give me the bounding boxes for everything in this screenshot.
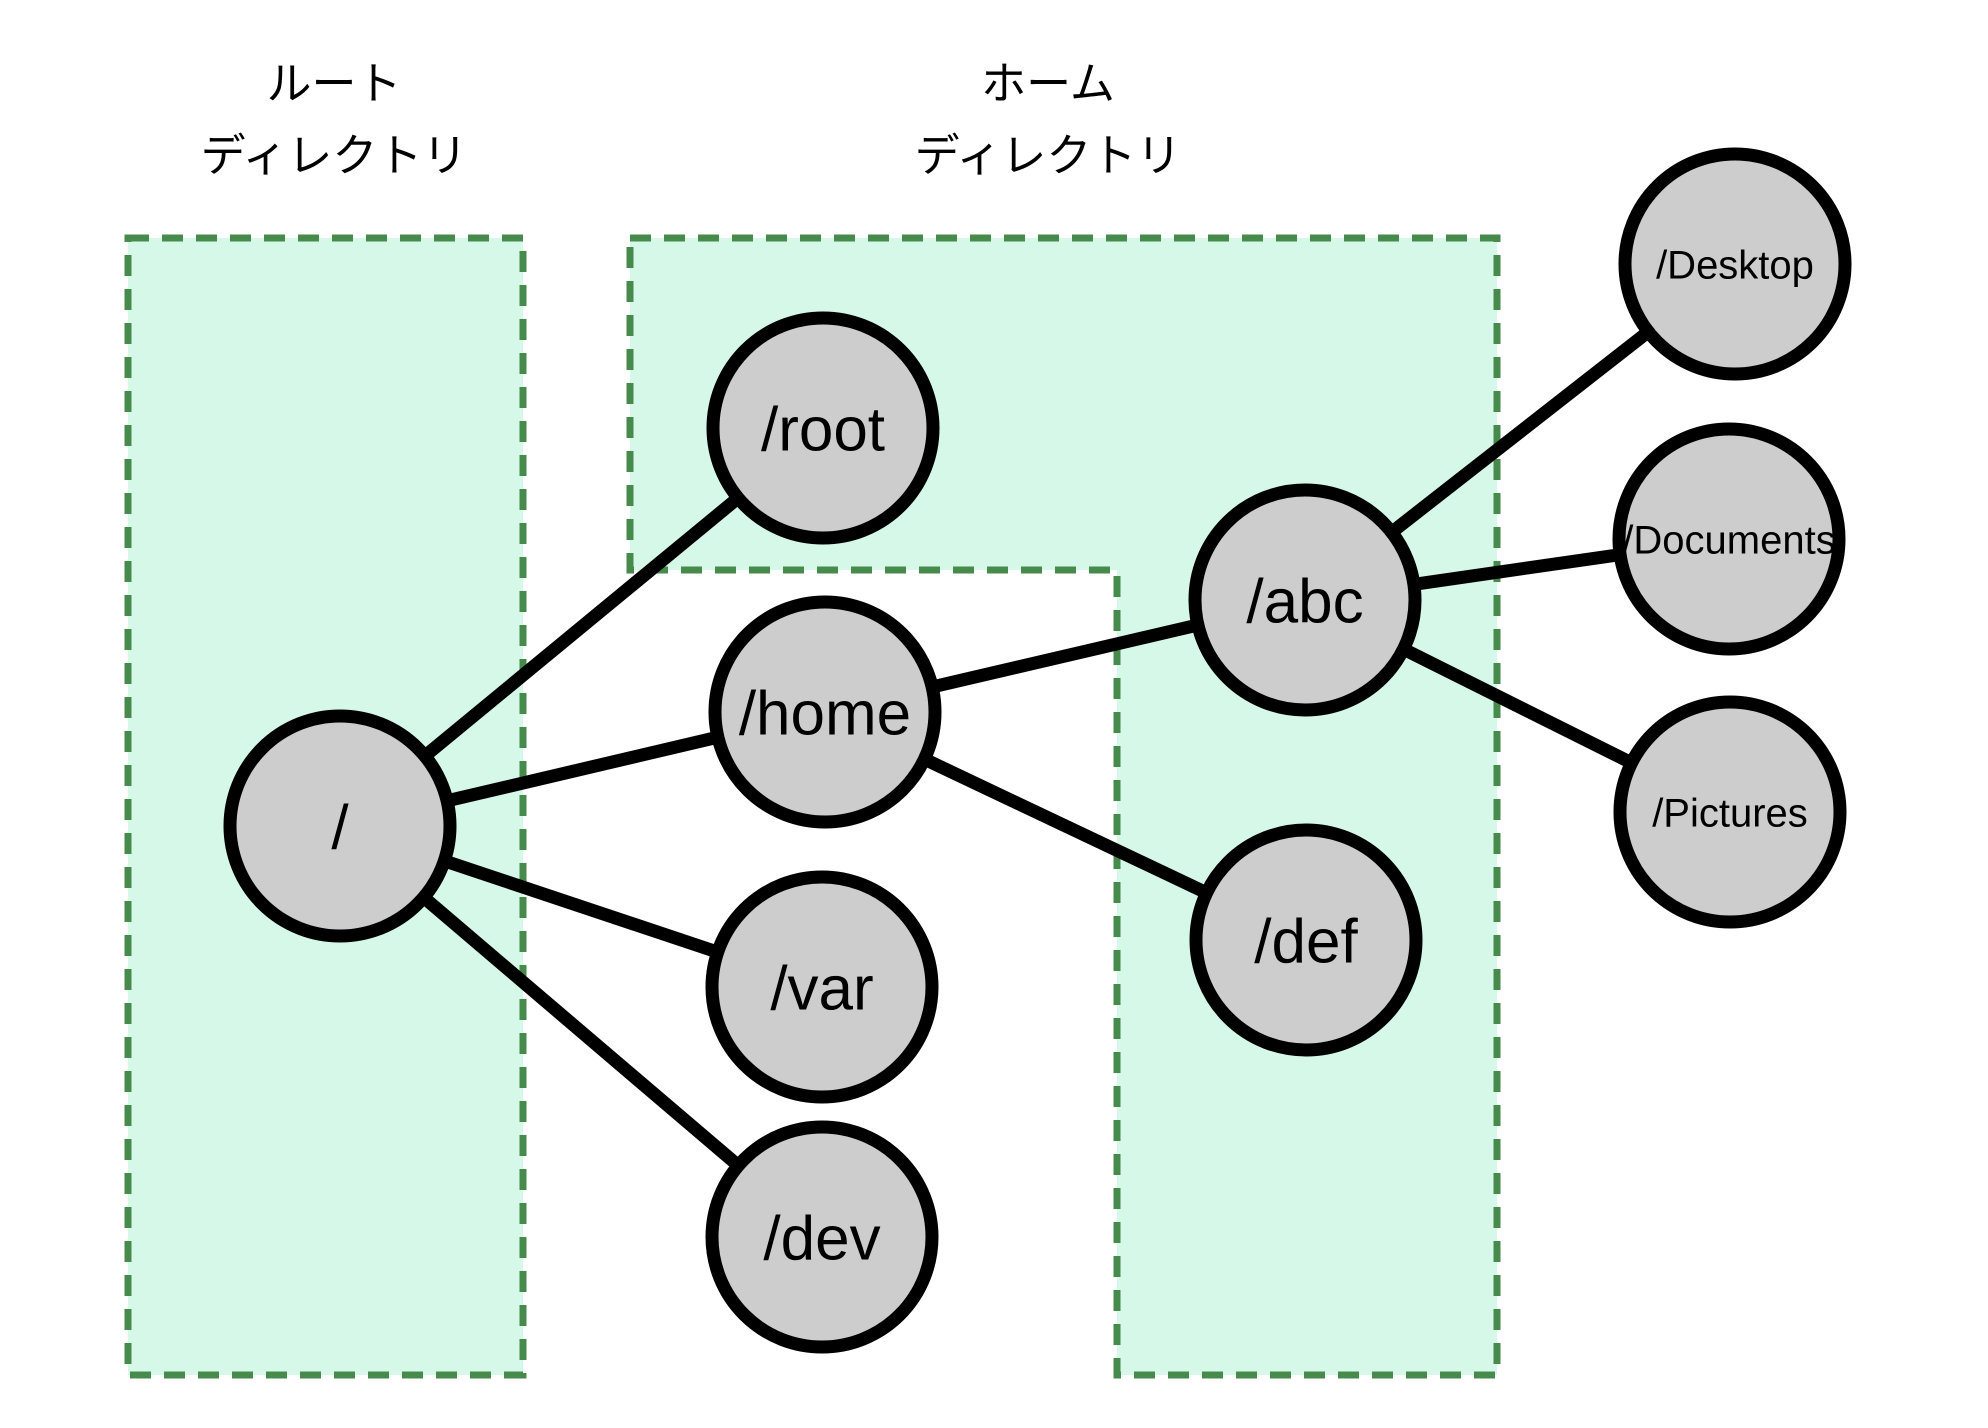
node-slash: / — [223, 709, 457, 943]
root-directory-caption-line2: ディレクトリ — [201, 130, 468, 181]
node-root-label: /root — [761, 395, 885, 464]
node-documents-label: /Documents — [1622, 518, 1835, 562]
node-root-circle — [706, 311, 940, 545]
node-var-label: /var — [770, 954, 873, 1023]
root-directory-caption-line1: ルート — [266, 58, 401, 109]
node-home: /home — [708, 595, 942, 829]
node-documents: /Documents — [1612, 422, 1846, 656]
home-directory-caption-line2: ディレクトリ — [915, 130, 1182, 181]
node-var-circle — [705, 870, 939, 1104]
node-dev: /dev — [705, 1120, 939, 1354]
node-slash-label: / — [331, 793, 349, 862]
node-home-label: /home — [739, 679, 911, 748]
node-dev-label: /dev — [763, 1204, 880, 1273]
node-abc: /abc — [1188, 483, 1422, 717]
node-dev-circle — [705, 1120, 939, 1354]
node-def: /def — [1189, 823, 1423, 1057]
node-def-circle — [1189, 823, 1423, 1057]
node-abc-label: /abc — [1246, 567, 1363, 636]
node-desktop-label: /Desktop — [1656, 243, 1814, 287]
node-abc-circle — [1188, 483, 1422, 717]
node-pictures-circle — [1613, 695, 1847, 929]
node-var: /var — [705, 870, 939, 1104]
node-def-label: /def — [1254, 907, 1358, 976]
node-home-circle — [708, 595, 942, 829]
node-desktop-circle — [1618, 147, 1852, 381]
node-documents-circle — [1612, 422, 1846, 656]
home-directory-caption: ホーム ディレクトリ — [915, 58, 1182, 181]
node-pictures-label: /Pictures — [1652, 791, 1808, 835]
node-root: /root — [706, 311, 940, 545]
node-slash-circle — [223, 709, 457, 943]
root-directory-caption: ルート ディレクトリ — [201, 58, 468, 181]
home-directory-caption-line1: ホーム — [981, 58, 1115, 109]
node-desktop: /Desktop — [1618, 147, 1852, 381]
node-pictures: /Pictures — [1613, 695, 1847, 929]
